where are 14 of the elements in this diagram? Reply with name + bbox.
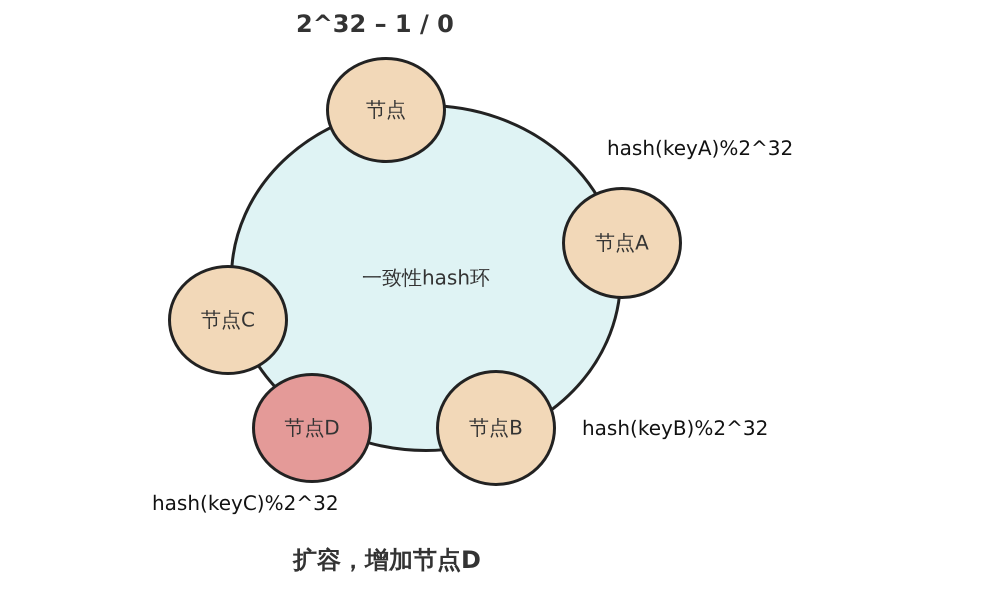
node-circle: [168, 265, 288, 375]
node-circle: [562, 187, 682, 299]
caption: 扩容，增加节点D: [293, 545, 481, 576]
node-label: 节点C: [200, 306, 256, 334]
range-label: 2^32 – 1 / 0: [296, 10, 454, 38]
ring-label: 一致性hash环: [360, 264, 492, 292]
hash-label: hash(keyA)%2^32: [607, 136, 794, 160]
hash-label: hash(keyB)%2^32: [582, 416, 768, 440]
node-label: 节点: [365, 96, 407, 124]
node-label: 节点B: [468, 414, 524, 442]
hash-label: hash(keyC)%2^32: [152, 491, 339, 515]
node-label: 节点D: [283, 414, 341, 442]
node-label: 节点A: [594, 230, 650, 256]
node-circle: [436, 370, 556, 486]
